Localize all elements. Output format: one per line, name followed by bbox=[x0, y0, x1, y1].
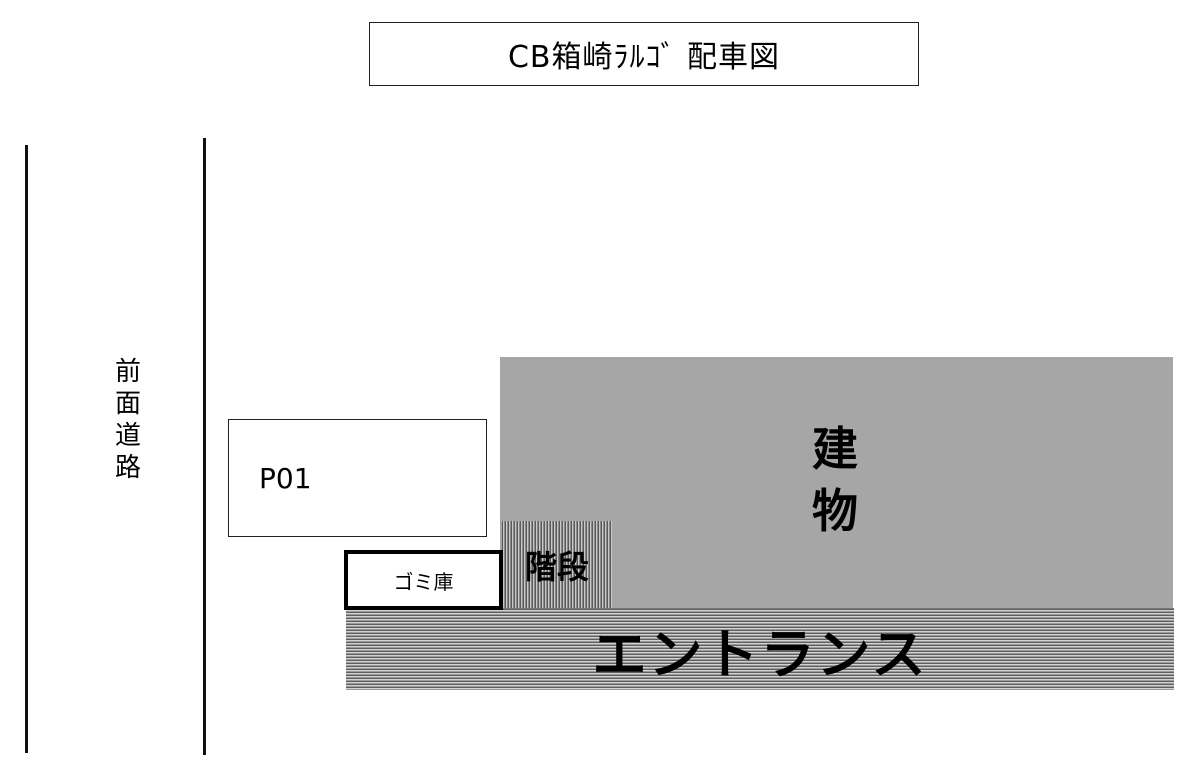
garbage-storage: ゴミ庫 bbox=[344, 550, 503, 610]
building-char: 物 bbox=[812, 484, 858, 538]
parking-spot-label: P01 bbox=[259, 462, 312, 495]
building-label: 建 物 bbox=[795, 418, 875, 542]
road-edge-left bbox=[25, 145, 28, 753]
stairs-label: 階段 bbox=[524, 548, 589, 586]
front-road-char: 面 bbox=[114, 389, 141, 419]
front-road-char: 前 bbox=[114, 357, 141, 387]
entrance-area: エントランス bbox=[346, 608, 1174, 690]
stairs-area: 階段 bbox=[502, 521, 612, 609]
front-road-char: 道 bbox=[114, 421, 141, 451]
road-edge-right bbox=[203, 138, 206, 755]
parking-spot-p01: P01 bbox=[228, 419, 487, 537]
garbage-storage-label: ゴミ庫 bbox=[393, 569, 454, 594]
diagram-title-text: CB箱崎ﾗﾙｺﾞ 配車図 bbox=[507, 40, 781, 75]
front-road-label: 前 面 道 路 bbox=[106, 356, 150, 484]
entrance-label: エントランス bbox=[592, 623, 928, 686]
front-road-char: 路 bbox=[114, 453, 141, 483]
diagram-title: CB箱崎ﾗﾙｺﾞ 配車図 bbox=[369, 22, 919, 86]
building-area bbox=[500, 357, 1173, 609]
building-char: 建 bbox=[812, 422, 858, 476]
